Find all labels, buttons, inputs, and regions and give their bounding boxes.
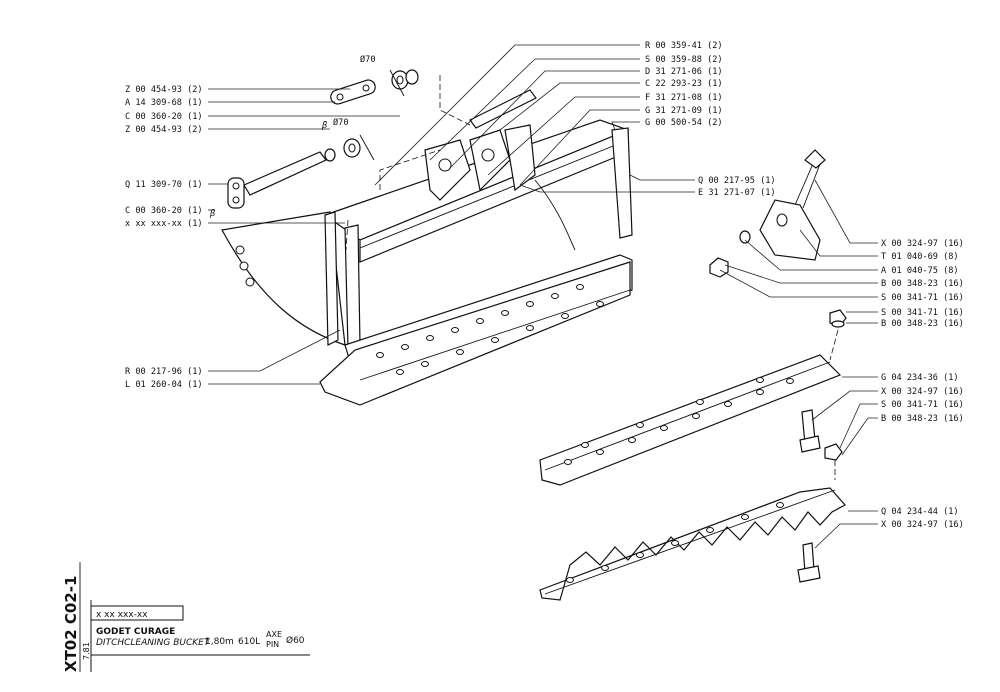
callout-label: E 31 271-07 (1) — [698, 188, 776, 198]
bucket-assembly — [221, 119, 633, 406]
callout-label: Z 00 454-93 (2) — [125, 125, 203, 135]
tooth-adapter-group — [709, 149, 847, 361]
callouts-right-mid: Q 00 217-95 (1) E 31 271-07 (1) — [698, 176, 776, 198]
callout-label: C 00 360-20 (1) — [125, 206, 203, 216]
callout-label: A 14 309-68 (1) — [125, 98, 203, 108]
callout-label: S 00 341-71 (16) — [881, 293, 964, 303]
callout-label: Q 11 309-70 (1) — [125, 180, 203, 190]
callouts-right-bottom: Q 04 234-44 (1) X 00 324-97 (16) — [881, 507, 964, 530]
pin-label: PIN — [266, 640, 279, 649]
title-french: GODET CURAGE — [96, 627, 175, 637]
pin-link-group — [227, 69, 537, 251]
title-english: DITCHCLEANING BUCKET — [96, 638, 211, 648]
toothed-edge — [539, 487, 846, 601]
callouts-left: Z 00 454-93 (2) A 14 309-68 (1) C 00 360… — [125, 85, 203, 229]
revision-date: 7.81 — [82, 642, 91, 660]
callout-label: C 22 293-23 (1) — [645, 79, 723, 89]
beta-symbol: β — [321, 121, 328, 131]
callout-label: C 00 360-20 (1) — [125, 112, 203, 122]
callout-label: R 00 359-41 (2) — [645, 41, 723, 51]
callout-label: X 00 324-97 (16) — [881, 239, 964, 249]
callout-label: S 00 359-88 (2) — [645, 55, 723, 65]
callout-label: T 01 040-69 (8) — [881, 252, 959, 262]
callout-label: B 00 348-23 (16) — [881, 279, 964, 289]
callout-label: R 00 217-96 (1) — [125, 367, 203, 377]
callout-label: Z 00 454-93 (2) — [125, 85, 203, 95]
callout-label: F 31 271-08 (1) — [645, 93, 723, 103]
callout-label: Q 00 217-95 (1) — [698, 176, 776, 186]
callouts-left-bottom: R 00 217-96 (1) L 01 260-04 (1) — [125, 367, 203, 390]
callout-label: x xx xxx-xx (1) — [125, 219, 203, 229]
callout-label: D 31 271-06 (1) — [645, 67, 723, 77]
diameter-label-mid: Ø70 — [333, 117, 349, 128]
leader-lines — [208, 44, 878, 549]
callout-label: G 00 500-54 (2) — [645, 118, 723, 128]
callout-label: B 00 348-23 (16) — [881, 319, 964, 329]
pin-diameter: Ø60 — [286, 635, 305, 646]
axe-label: AXE — [266, 630, 282, 639]
callout-label: G 04 234-36 (1) — [881, 373, 959, 383]
callout-label: A 01 040-75 (8) — [881, 266, 959, 276]
title-block: XT02 C02-1 7.81 x xx xxx-xx GODET CURAGE… — [62, 562, 310, 672]
callout-label: S 00 341-71 (16) — [881, 400, 964, 410]
callout-label: X 00 324-97 (16) — [881, 520, 964, 530]
callouts-top: R 00 359-41 (2) S 00 359-88 (2) D 31 271… — [645, 41, 723, 128]
diameter-label-top: Ø70 — [360, 54, 376, 65]
callouts-right: X 00 324-97 (16) T 01 040-69 (8) A 01 04… — [881, 239, 964, 329]
callout-label: G 31 271-09 (1) — [645, 106, 723, 116]
bucket-width: 1,80m — [205, 637, 234, 647]
callout-label: X 00 324-97 (16) — [881, 387, 964, 397]
floor-holes — [376, 284, 604, 375]
bucket-capacity: 610L — [238, 637, 260, 647]
beta-symbol: β — [209, 209, 216, 219]
callout-label: B 00 348-23 (16) — [881, 414, 964, 424]
drawing-code: XT02 C02-1 — [62, 576, 80, 672]
callouts-right-low: G 04 234-36 (1) X 00 324-97 (16) S 00 34… — [881, 373, 964, 424]
callout-label: Q 04 234-44 (1) — [881, 507, 959, 517]
reference-number: x xx xxx-xx — [96, 610, 148, 620]
callout-label: L 01 260-04 (1) — [125, 380, 203, 390]
wear-plate — [539, 354, 843, 486]
callout-label: S 00 341-71 (16) — [881, 308, 964, 318]
